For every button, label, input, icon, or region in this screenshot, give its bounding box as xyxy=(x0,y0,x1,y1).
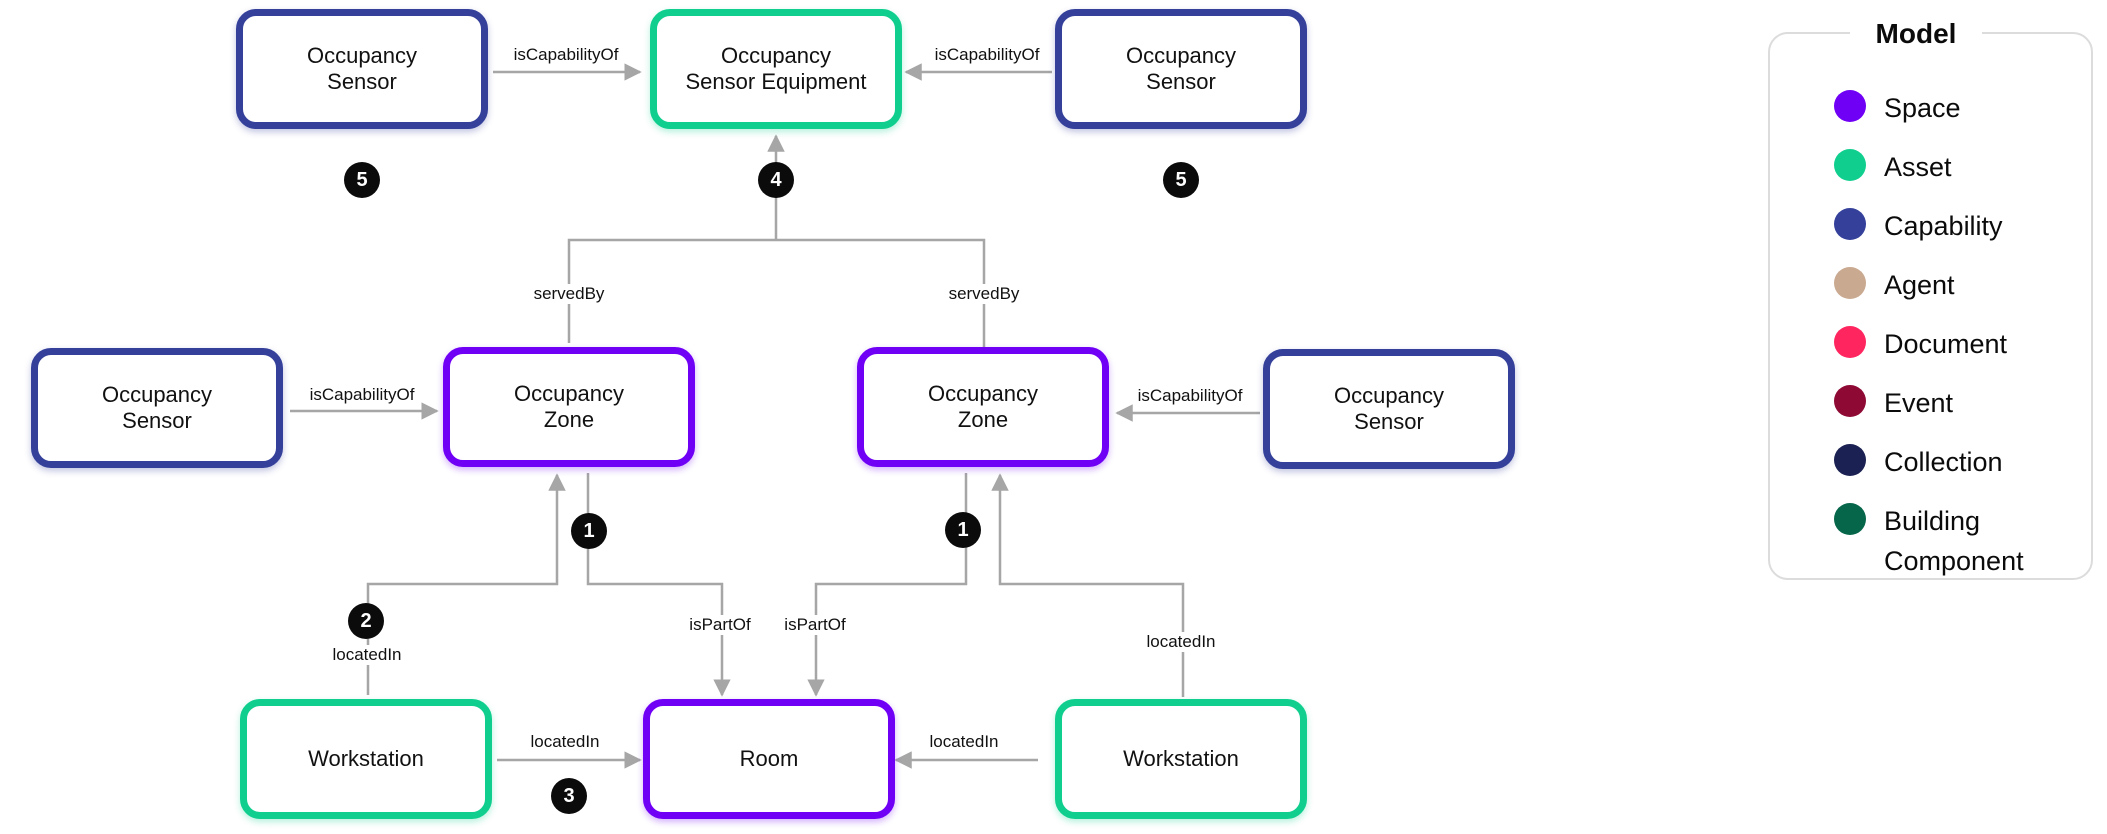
node-label: Occupancy Sensor xyxy=(101,382,213,433)
node-occupancy-sensor-mid-left[interactable]: Occupancy Sensor xyxy=(31,348,283,468)
node-label: Occupancy Zone xyxy=(927,381,1039,432)
node-label: Room xyxy=(739,746,799,771)
legend-panel: Model Space Asset Capability Agent Docum… xyxy=(1768,14,2093,580)
edge-label-ws-left-locatedin-zone: locatedIn xyxy=(329,645,405,665)
node-label: Workstation xyxy=(1123,746,1239,771)
legend-item-document: Document xyxy=(1834,324,2044,364)
node-workstation-left[interactable]: Workstation xyxy=(240,699,492,819)
legend-label-capability: Capability xyxy=(1884,211,2003,241)
legend-label-building-component: Building Component xyxy=(1884,506,2024,576)
step-badge-2: 2 xyxy=(348,603,384,639)
step-badge-1-right: 1 xyxy=(945,512,981,548)
legend-items: Space Asset Capability Agent Document Ev… xyxy=(1834,88,2044,600)
node-occupancy-sensor-top-left[interactable]: Occupancy Sensor xyxy=(236,9,488,129)
legend-swatch-capability xyxy=(1834,208,1866,240)
edge-label-servedby-left: servedBy xyxy=(530,284,608,304)
edge-zone-left-ispartof-room xyxy=(586,473,731,697)
node-label: Occupancy Sensor xyxy=(1125,43,1237,94)
legend-swatch-agent xyxy=(1834,267,1866,299)
edge-label-zone-left-ispartof-room: isPartOf xyxy=(686,615,754,635)
edge-label-mid-left-iscapabilityof: isCapabilityOf xyxy=(306,385,418,405)
edge-label-ws-right-locatedin-zone: locatedIn xyxy=(1143,632,1219,652)
legend-item-agent: Agent xyxy=(1834,265,2044,305)
node-label: Occupancy Sensor Equipment xyxy=(685,43,867,94)
edge-label-zone-right-ispartof-room: isPartOf xyxy=(781,615,849,635)
step-badge-3: 3 xyxy=(551,778,587,814)
step-badge-4: 4 xyxy=(758,162,794,198)
step-badge-1-left: 1 xyxy=(571,513,607,549)
node-label: Workstation xyxy=(308,746,424,771)
legend-label-collection: Collection xyxy=(1884,447,2003,477)
node-label: Occupancy Sensor xyxy=(306,43,418,94)
legend-item-event: Event xyxy=(1834,383,2044,423)
legend-title: Model xyxy=(1850,14,1982,54)
node-label: Occupancy Zone xyxy=(513,381,625,432)
legend-item-building-component: Building Component xyxy=(1834,501,2044,581)
node-occupancy-sensor-top-right[interactable]: Occupancy Sensor xyxy=(1055,9,1307,129)
node-occupancy-zone-right[interactable]: Occupancy Zone xyxy=(857,347,1109,467)
legend-label-asset: Asset xyxy=(1884,152,1952,182)
node-occupancy-sensor-mid-right[interactable]: Occupancy Sensor xyxy=(1263,349,1515,469)
legend-item-capability: Capability xyxy=(1834,206,2044,246)
legend-swatch-document xyxy=(1834,326,1866,358)
node-workstation-right[interactable]: Workstation xyxy=(1055,699,1307,819)
legend-item-collection: Collection xyxy=(1834,442,2044,482)
legend-item-space: Space xyxy=(1834,88,2044,128)
legend-swatch-space xyxy=(1834,90,1866,122)
edge-label-top-left-iscapabilityof: isCapabilityOf xyxy=(510,45,622,65)
edge-zone-right-ispartof-room xyxy=(807,473,968,697)
edge-label-mid-right-iscapabilityof: isCapabilityOf xyxy=(1134,386,1246,406)
legend-swatch-building-component xyxy=(1834,503,1866,535)
edge-label-ws-right-locatedin-room: locatedIn xyxy=(926,732,1002,752)
node-occupancy-sensor-equipment[interactable]: Occupancy Sensor Equipment xyxy=(650,9,902,129)
edge-label-ws-left-locatedin-room: locatedIn xyxy=(527,732,603,752)
node-occupancy-zone-left[interactable]: Occupancy Zone xyxy=(443,347,695,467)
legend-swatch-event xyxy=(1834,385,1866,417)
legend-swatch-asset xyxy=(1834,149,1866,181)
legend-label-space: Space xyxy=(1884,93,1961,123)
edge-servedby-left xyxy=(567,238,776,343)
edge-ws-right-locatedin-zone xyxy=(991,473,1185,697)
legend-swatch-collection xyxy=(1834,444,1866,476)
edge-servedby-right xyxy=(776,238,986,357)
legend-label-document: Document xyxy=(1884,329,2008,359)
node-room[interactable]: Room xyxy=(643,699,895,819)
edge-ws-left-locatedin-zone xyxy=(366,473,566,695)
node-label: Occupancy Sensor xyxy=(1333,383,1445,434)
edge-label-servedby-right: servedBy xyxy=(945,284,1023,304)
edge-label-top-right-iscapabilityof: isCapabilityOf xyxy=(931,45,1043,65)
legend-label-event: Event xyxy=(1884,388,1954,418)
step-badge-5-left: 5 xyxy=(344,162,380,198)
step-badge-5-right: 5 xyxy=(1163,162,1199,198)
legend-label-agent: Agent xyxy=(1884,270,1955,300)
legend-item-asset: Asset xyxy=(1834,147,2044,187)
